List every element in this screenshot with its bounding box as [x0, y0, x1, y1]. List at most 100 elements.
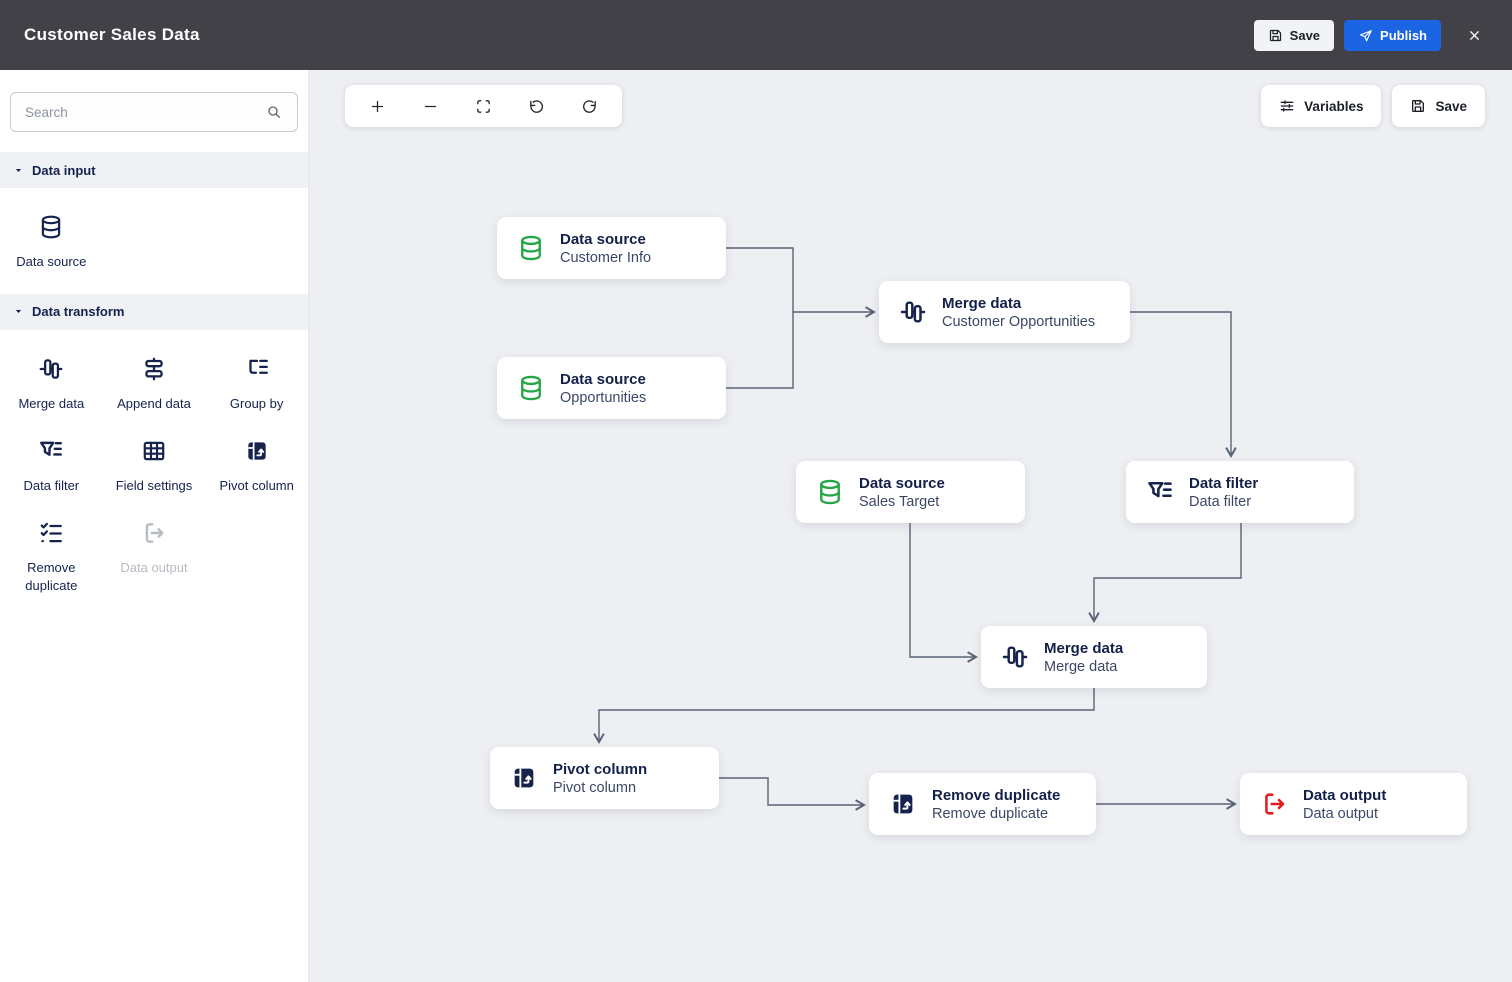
sidebar-item-label: Data output [120, 559, 188, 575]
chevron-down-icon [14, 166, 23, 175]
sidebar-item-label: Data source [16, 254, 87, 269]
section-header-data-transform[interactable]: Data transform [0, 293, 308, 330]
filter-icon [1146, 478, 1174, 506]
node-title: Data source [859, 474, 945, 492]
sidebar-item-merge-data[interactable]: Merge data [0, 340, 103, 422]
section-items-data-input: Data source [0, 188, 308, 294]
publish-button[interactable]: Publish [1344, 19, 1441, 51]
node-subtitle: Data filter [1189, 493, 1252, 510]
filter-icon [38, 438, 64, 464]
checklist-icon [38, 520, 64, 546]
search-input[interactable] [10, 92, 298, 132]
database-icon [517, 374, 545, 402]
output-icon [1260, 790, 1288, 818]
fit-view-button[interactable] [457, 85, 510, 127]
node-subtitle: Sales Target [859, 493, 940, 510]
sidebar-item-data-source[interactable]: Data source [0, 198, 103, 280]
append-icon [141, 356, 167, 382]
node-subtitle: Opportunities [560, 389, 647, 406]
sidebar-item-data-output: Data output [103, 504, 206, 605]
window-arrow-icon [889, 790, 917, 818]
redo-icon [581, 98, 598, 115]
variables-label: Variables [1304, 98, 1364, 114]
database-icon [517, 234, 545, 262]
chevron-down-icon [14, 307, 23, 316]
node-subtitle: Data output [1303, 805, 1378, 822]
sidebar-item-label: Merge data [18, 395, 85, 411]
sidebar-item-group-by[interactable]: Group by [205, 340, 308, 422]
page-title: Customer Sales Data [24, 25, 200, 44]
window-arrow-icon [510, 764, 538, 792]
undo-icon [528, 98, 545, 115]
node-title: Data output [1303, 786, 1387, 804]
section-header-data-input[interactable]: Data input [0, 152, 308, 188]
sidebar-item-label: Remove duplicate [25, 559, 78, 594]
node-subtitle: Customer Info [560, 249, 652, 266]
node-subtitle: Customer Opportunities [942, 313, 1096, 330]
node-title: Remove duplicate [932, 786, 1061, 804]
window-arrow-icon [244, 438, 270, 464]
section-items-data-transform: Merge data Append data Group by Data filter… [0, 330, 308, 618]
floppy-icon [1410, 98, 1426, 114]
node-title: Merge data [942, 294, 1022, 312]
node-title: Data source [560, 230, 646, 248]
sidebar-item-label: Group by [229, 395, 284, 411]
sidebar-item-field-settings[interactable]: Field settings [103, 422, 206, 504]
search-icon [266, 104, 282, 120]
node-title: Pivot column [553, 760, 648, 778]
node-title: Data source [560, 370, 646, 388]
sidebar-item-label: Data filter [23, 477, 80, 493]
sliders-icon [1279, 98, 1295, 114]
canvas-actions: Variables Save [1261, 85, 1485, 127]
sidebar-item-remove-duplicate[interactable]: Remove duplicate [0, 504, 103, 605]
app-header: Customer Sales Data Save Publish [0, 0, 1512, 70]
database-icon [38, 214, 64, 240]
sidebar-item-data-filter[interactable]: Data filter [0, 422, 103, 504]
merge-icon [899, 298, 927, 326]
header-actions: Save Publish [1253, 19, 1488, 51]
sidebar-item-label: Pivot column [219, 477, 294, 493]
sidebar-item-label: Append data [117, 395, 191, 411]
floppy-icon [1268, 28, 1283, 43]
header-save-button[interactable]: Save [1253, 19, 1335, 51]
close-icon [1467, 28, 1482, 43]
search-box [0, 70, 308, 152]
redo-button[interactable] [563, 85, 616, 127]
node-subtitle: Merge data [1044, 658, 1118, 675]
node-subtitle: Pivot column [553, 779, 637, 796]
fit-icon [475, 98, 492, 115]
database-icon [816, 478, 844, 506]
canvas-save-label: Save [1435, 98, 1467, 114]
merge-icon [38, 356, 64, 382]
plus-icon [369, 98, 386, 115]
variables-button[interactable]: Variables [1261, 85, 1382, 127]
sidebar-item-label: Field settings [115, 477, 193, 493]
canvas-save-button[interactable]: Save [1392, 85, 1485, 127]
send-icon [1358, 28, 1373, 43]
close-button[interactable] [1461, 22, 1488, 49]
zoom-in-button[interactable] [351, 85, 404, 127]
node-title: Merge data [1044, 639, 1124, 657]
publish-label: Publish [1380, 27, 1427, 43]
table-icon [141, 438, 167, 464]
header-save-label: Save [1289, 27, 1321, 43]
output-icon [141, 520, 167, 546]
sidebar-item-append-data[interactable]: Append data [103, 340, 206, 422]
undo-button[interactable] [510, 85, 563, 127]
group-icon [244, 356, 270, 382]
zoom-out-button[interactable] [404, 85, 457, 127]
sidebar-item-pivot-column[interactable]: Pivot column [205, 422, 308, 504]
